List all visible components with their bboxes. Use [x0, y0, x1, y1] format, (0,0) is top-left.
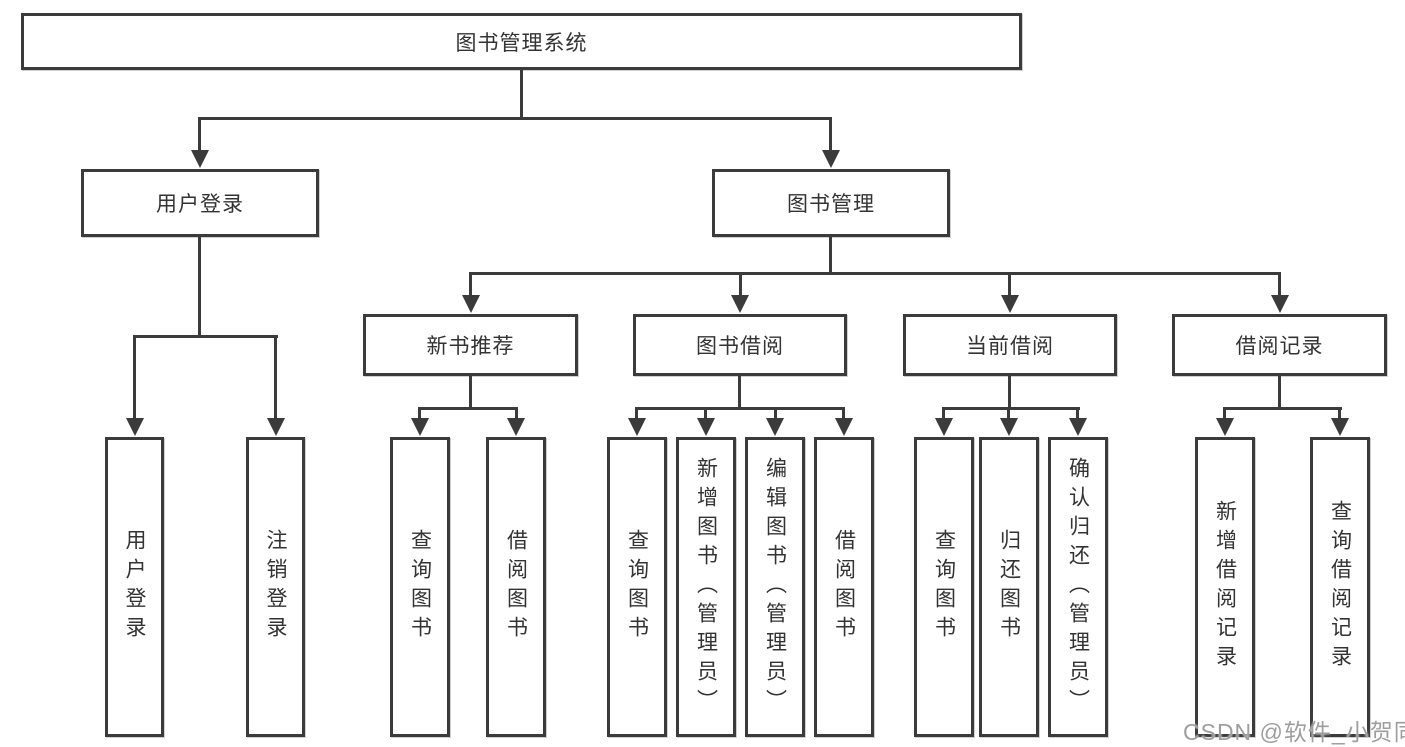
connector-line [1223, 407, 1226, 419]
node-user-login: 用户登录 [81, 169, 319, 237]
connector-line [133, 335, 278, 338]
leaf-add-borrow-record: 新增借阅记录 [1195, 437, 1255, 737]
leaf-query-borrow-record-label: 查询借阅记录 [1328, 500, 1352, 674]
node-book-management-label: 图书管理 [787, 193, 875, 216]
connector-line [1008, 376, 1011, 407]
node-new-book-recommend-label: 新书推荐 [426, 335, 515, 358]
connector-line [418, 407, 421, 419]
leaf-borrow-books-recommend: 借阅图书 [486, 437, 546, 737]
connector-line [1008, 272, 1011, 296]
connector-line [942, 407, 945, 419]
leaf-add-books-admin-label: 新增图书（管理员） [694, 456, 718, 718]
leaf-return-books: 归还图书 [979, 437, 1039, 737]
leaf-confirm-return-admin: 确认归还（管理员） [1048, 437, 1108, 737]
connector-line [829, 117, 832, 151]
arrow-down-icon [191, 150, 209, 168]
connector-line [1278, 272, 1281, 296]
connector-line [520, 70, 523, 117]
arrow-down-icon [462, 295, 480, 313]
leaf-user-login-label: 用户登录 [123, 529, 146, 645]
connector-line [198, 117, 201, 151]
connector-line [704, 407, 707, 419]
node-borrow-records-label: 借阅记录 [1235, 335, 1324, 358]
connector-line [1223, 407, 1342, 410]
connector-line [739, 272, 742, 296]
node-new-book-recommend: 新书推荐 [363, 314, 578, 376]
connector-line [738, 376, 741, 407]
connector-line [469, 272, 472, 296]
node-borrow-records: 借阅记录 [1172, 314, 1387, 376]
csdn-watermark: CSDN @软件_小贺同学 [1183, 719, 1405, 745]
arrow-down-icon [507, 418, 525, 436]
connector-line [635, 407, 845, 410]
arrow-down-icon [822, 150, 840, 168]
leaf-confirm-return-admin-label: 确认归还（管理员） [1066, 456, 1090, 718]
leaf-borrow-books: 借阅图书 [814, 437, 874, 737]
connector-line [469, 272, 1281, 275]
arrow-down-icon [1001, 295, 1019, 313]
arrow-down-icon [697, 418, 715, 436]
connector-line [274, 335, 277, 419]
node-current-borrow: 当前借阅 [903, 314, 1117, 376]
leaf-query-books-borrow-label: 查询图书 [625, 529, 649, 645]
connector-line [1076, 407, 1079, 419]
connector-line [198, 237, 201, 335]
arrow-down-icon [628, 418, 646, 436]
leaf-edit-books-admin-label: 编辑图书（管理员） [763, 456, 787, 718]
leaf-query-books-recommend-label: 查询图书 [408, 529, 432, 645]
arrow-down-icon [1000, 418, 1018, 436]
connector-line [1278, 376, 1281, 407]
connector-line [515, 407, 518, 419]
connector-line [842, 407, 845, 419]
arrow-down-icon [935, 418, 953, 436]
arrow-down-icon [1271, 295, 1289, 313]
leaf-add-books-admin: 新增图书（管理员） [676, 437, 736, 737]
arrow-down-icon [766, 418, 784, 436]
leaf-borrow-books-recommend-label: 借阅图书 [504, 529, 528, 645]
node-user-login-label: 用户登录 [156, 193, 244, 216]
arrow-down-icon [835, 418, 853, 436]
arrow-down-icon [267, 418, 285, 436]
connector-line [635, 407, 638, 419]
node-book-management: 图书管理 [712, 169, 950, 237]
arrow-down-icon [1069, 418, 1087, 436]
arrow-down-icon [731, 295, 749, 313]
leaf-logout-label: 注销登录 [264, 529, 287, 645]
connector-line [829, 237, 832, 272]
node-current-borrow-label: 当前借阅 [966, 335, 1054, 358]
leaf-user-login: 用户登录 [105, 437, 164, 737]
leaf-logout: 注销登录 [246, 437, 305, 737]
leaf-query-borrow-record: 查询借阅记录 [1310, 437, 1370, 737]
connector-line [469, 376, 472, 407]
arrow-down-icon [411, 418, 429, 436]
leaf-query-books-recommend: 查询图书 [390, 437, 450, 737]
leaf-return-books-label: 归还图书 [997, 529, 1021, 645]
arrow-down-icon [1331, 418, 1349, 436]
leaf-query-books-current: 查询图书 [914, 437, 974, 737]
leaf-add-borrow-record-label: 新增借阅记录 [1213, 500, 1237, 674]
connector-line [133, 335, 136, 419]
node-book-borrow-label: 图书借阅 [696, 335, 784, 358]
connector-line [942, 407, 1080, 410]
connector-line [418, 407, 518, 410]
arrow-down-icon [1216, 418, 1234, 436]
connector-line [1338, 407, 1341, 419]
arrow-down-icon [126, 418, 144, 436]
connector-line [774, 407, 777, 419]
leaf-query-books-current-label: 查询图书 [932, 529, 956, 645]
leaf-query-books-borrow: 查询图书 [607, 437, 667, 737]
connector-line [1007, 407, 1010, 419]
leaf-edit-books-admin: 编辑图书（管理员） [745, 437, 805, 737]
leaf-borrow-books-label: 借阅图书 [832, 529, 856, 645]
node-book-borrow: 图书借阅 [633, 314, 847, 376]
connector-line [198, 117, 832, 120]
node-root: 图书管理系统 [21, 13, 1022, 70]
node-root-label: 图书管理系统 [455, 31, 588, 55]
